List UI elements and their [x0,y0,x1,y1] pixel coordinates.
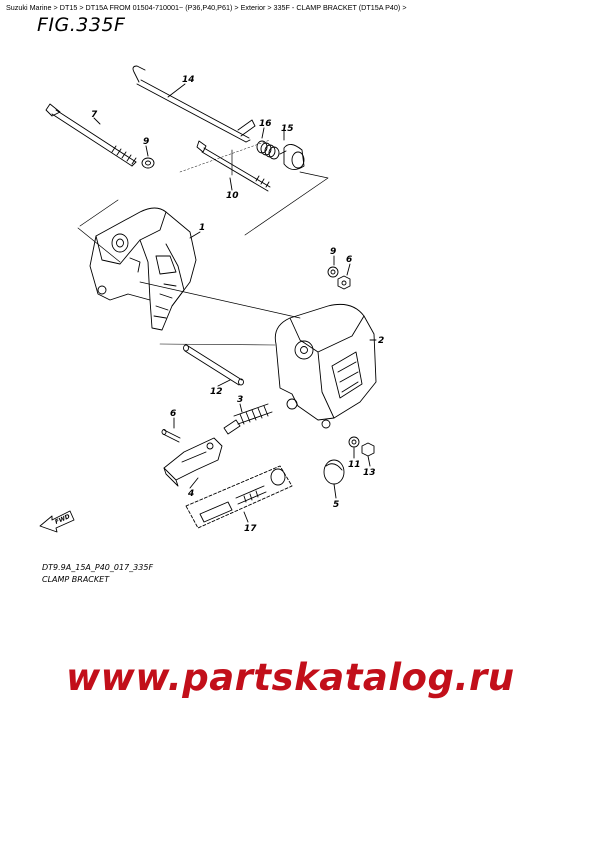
callout-11[interactable]: 11 [348,460,361,470]
callout-4[interactable]: 4 [187,489,194,499]
part-7-bolt[interactable] [45,103,137,167]
callout-3[interactable]: 3 [237,395,243,405]
callout-1[interactable]: 1 [199,223,205,233]
callout-12[interactable]: 12 [210,387,223,397]
part-16-spring[interactable] [256,140,280,160]
part-6-pin[interactable] [161,429,181,443]
callout-13[interactable]: 13 [363,468,376,478]
part-6-nut[interactable] [337,275,351,290]
part-12-pin[interactable] [183,344,244,386]
figure-title: FIG.335F [37,14,126,36]
callout-7[interactable]: 7 [91,110,98,120]
figure-caption: CLAMP BRACKET [42,575,110,584]
part-5-cap[interactable] [323,459,345,485]
callout-9b[interactable]: 9 [330,247,336,257]
breadcrumb-separator: > [267,3,272,12]
part-15-knob[interactable] [279,144,305,170]
callout-5[interactable]: 5 [333,500,339,510]
breadcrumb-link-1[interactable]: DT15 [59,3,78,12]
part-11-washer[interactable] [348,436,360,448]
part-9-washer[interactable] [141,157,155,169]
part-3-threaded-rod[interactable] [223,403,273,435]
part-2-clamp-bracket[interactable] [274,303,377,429]
part-4-lever[interactable] [163,437,223,487]
callout-10[interactable]: 10 [226,191,239,201]
watermark: www.partskatalog.ru [66,656,515,699]
figure-code: DT9.9A_15A_P40_017_335F [42,563,154,572]
breadcrumb-link-3[interactable]: Exterior [240,3,266,12]
part-13-nut[interactable] [361,442,375,457]
breadcrumb-link-0[interactable]: Suzuki Marine [6,3,52,12]
breadcrumb: Suzuki Marine > DT15 > DT15A FROM 01504-… [6,3,407,12]
callout-9[interactable]: 9 [143,137,149,147]
fwd-arrow-icon [39,510,75,533]
callout-6[interactable]: 6 [346,255,352,265]
part-10-bolt[interactable] [196,140,271,192]
callout-16[interactable]: 16 [259,119,272,129]
breadcrumb-separator: > [79,3,84,12]
breadcrumb-separator: > [53,3,58,12]
callout-2[interactable]: 2 [378,336,384,346]
callout-6b[interactable]: 6 [170,409,176,419]
part-14-rod[interactable] [132,65,256,143]
breadcrumb-separator: > [402,3,407,12]
part-1-clamp-bracket[interactable] [89,207,197,331]
callout-15[interactable]: 15 [281,124,294,134]
breadcrumb-separator: > [234,3,239,12]
callout-14[interactable]: 14 [182,75,195,85]
part-17-kit[interactable] [185,465,293,529]
part-9-washer[interactable] [327,266,339,278]
breadcrumb-current: 335F - CLAMP BRACKET (DT15A P40) [273,3,401,12]
breadcrumb-link-2[interactable]: DT15A FROM 01504-710001~ (P36,P40,P61) [85,3,233,12]
callout-group: 14 7 9 16 15 10 1 9 6 2 12 6 3 11 13 4 5… [91,75,384,534]
callout-17[interactable]: 17 [244,524,257,534]
